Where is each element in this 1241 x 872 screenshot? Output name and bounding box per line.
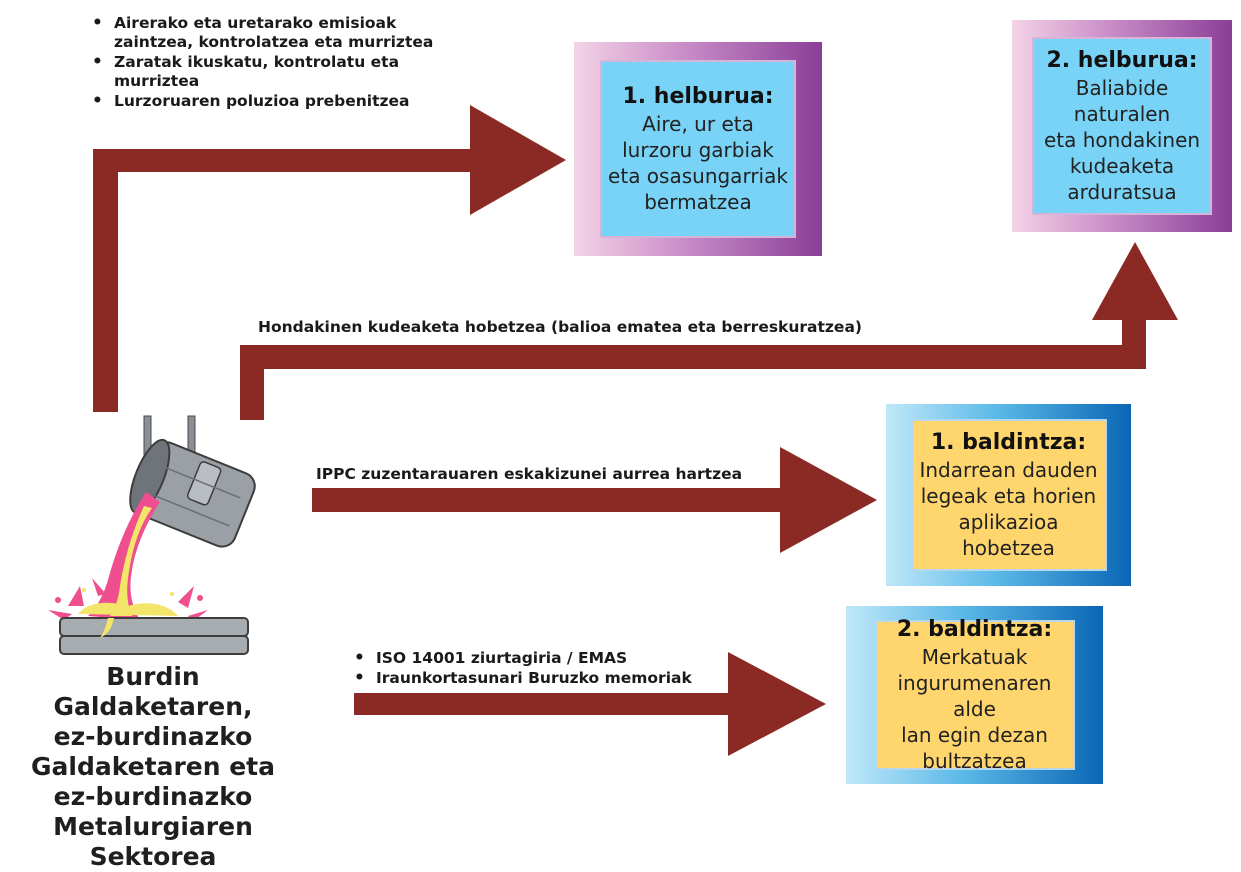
condition2-actions-list: ISO 14001 ziurtagiria / EMAS Iraunkortas… (352, 649, 732, 689)
goal2-text: Baliabide naturalen eta hondakinen kudea… (1043, 75, 1201, 204)
goal1-text: Aire, ur eta lurzoru garbiak eta osasung… (608, 111, 788, 214)
ippc-label: IPPC zuzentarauaren eskakizunei aurrea h… (316, 465, 743, 483)
condition2-text: Merkatuak ingurumenaren alde lan egin de… (897, 644, 1052, 773)
sector-title: Burdin Galdaketaren, ez-burdinazko Galda… (30, 662, 276, 871)
goal1-title: 1. helburua: (622, 83, 774, 109)
arrow-to-goal1 (93, 105, 566, 412)
waste-management-label: Hondakinen kudeaketa hobetzea (balioa em… (258, 318, 862, 336)
goal2-title: 2. helburua: (1046, 47, 1198, 73)
list-item: Zaratak ikuskatu, kontrolatu eta murrizt… (90, 53, 460, 91)
goal1-box: 1. helburua: Aire, ur eta lurzoru garbia… (574, 42, 822, 256)
condition1-title: 1. baldintza: (930, 429, 1087, 455)
list-item: ISO 14001 ziurtagiria / EMAS (352, 649, 732, 668)
condition1-text: Indarrean dauden legeak eta horien aplik… (919, 457, 1098, 560)
arrow-to-condition1 (312, 447, 877, 553)
list-item: Lurzoruaren poluzioa prebenitzea (90, 92, 460, 111)
ladle-pouring-molten-metal-icon (48, 415, 256, 655)
condition2-title: 2. baldintza: (896, 616, 1053, 642)
flow-arrows (93, 105, 1178, 756)
condition1-box: 1. baldintza: Indarrean dauden legeak et… (886, 404, 1131, 586)
condition2-box: 2. baldintza: Merkatuak ingurumenaren al… (846, 606, 1103, 784)
goal1-actions-list: Airerako eta uretarako emisioak zaintzea… (90, 14, 460, 112)
list-item: Airerako eta uretarako emisioak zaintzea… (90, 14, 460, 52)
goal2-box: 2. helburua: Baliabide naturalen eta hon… (1012, 20, 1232, 232)
arrow-to-condition2 (354, 652, 826, 756)
list-item: Iraunkortasunari Buruzko memoriak (352, 669, 732, 688)
